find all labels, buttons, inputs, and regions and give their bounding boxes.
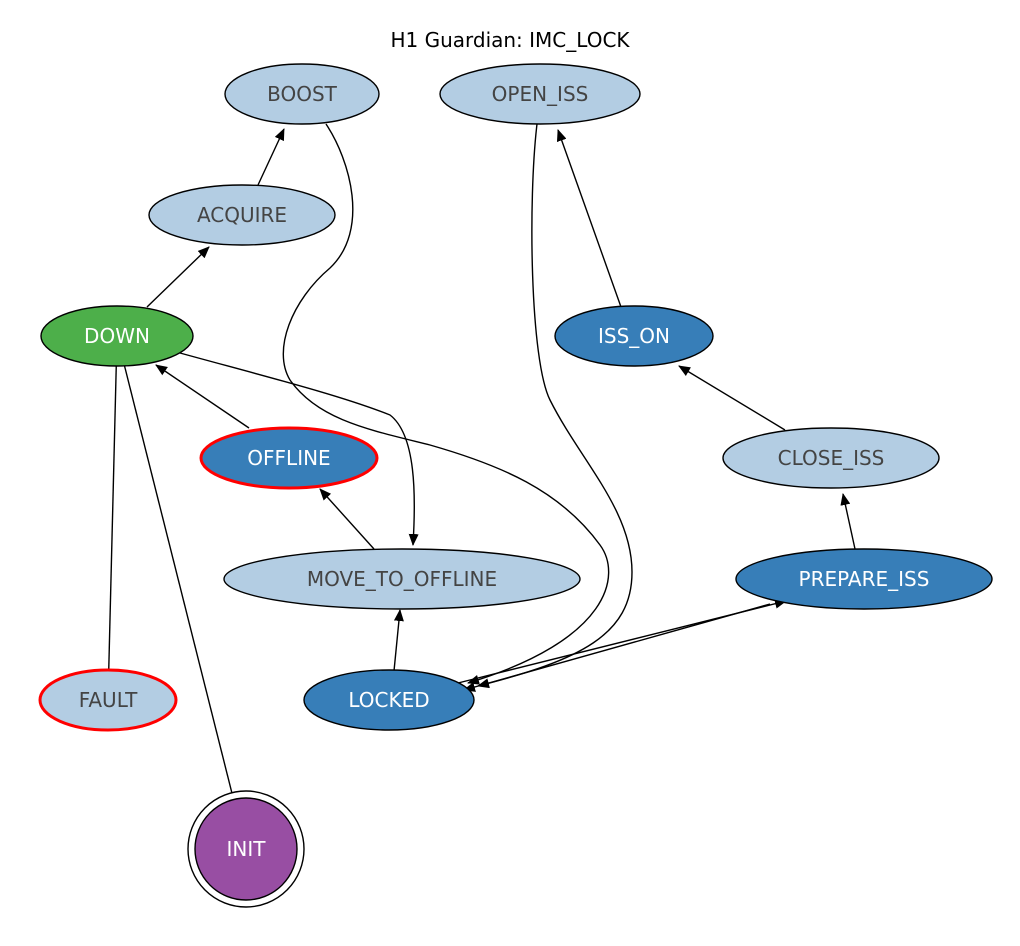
node-boost: BOOST (224, 63, 380, 125)
edge-down-to-acquire (146, 246, 210, 308)
node-shape (554, 305, 714, 367)
edges-layer (107, 123, 856, 850)
edge-boost-to-locked (282, 123, 610, 685)
node-label: OFFLINE (247, 446, 330, 470)
node-close-iss: CLOSE_ISS (722, 427, 940, 489)
edge-offline-to-down (155, 364, 250, 429)
node-iss-on: ISS_ON (554, 305, 714, 367)
node-prepare-iss: PREPARE_ISS (735, 548, 993, 610)
node-shape (38, 668, 178, 732)
node-label: MOVE_TO_OFFLINE (307, 567, 497, 591)
node-shape (722, 427, 940, 489)
node-shape (223, 548, 581, 610)
node-shape (224, 63, 380, 125)
node-fault: FAULT (38, 668, 178, 732)
node-shape (40, 305, 194, 367)
node-init: INIT (187, 790, 305, 908)
edge-prepare-iss-to-close-iss (840, 493, 856, 550)
node-shape (735, 548, 993, 610)
edge-init-to-down (114, 335, 247, 850)
node-shape (303, 669, 475, 731)
edge-close-iss-to-iss-on (678, 365, 786, 431)
node-label: INIT (227, 837, 267, 861)
diagram-title: H1 Guardian: IMC_LOCK (390, 28, 630, 52)
node-shape (148, 184, 336, 246)
nodes-layer: BOOST OPEN_ISS ACQUIRE DOWN ISS_ON OFFLINE CLO… (38, 63, 993, 908)
node-move-to-offline: MOVE_TO_OFFLINE (223, 548, 581, 610)
edge-open-iss-to-locked (477, 123, 633, 689)
edge-iss-on-to-open-iss (556, 129, 622, 308)
edge-acquire-to-boost (257, 128, 285, 186)
node-label: ISS_ON (598, 324, 670, 348)
edge-move-to-offline-to-offline (319, 488, 375, 550)
node-label: ACQUIRE (197, 203, 287, 227)
node-label: BOOST (267, 82, 338, 106)
node-label: FAULT (79, 688, 138, 712)
node-label: DOWN (84, 324, 150, 348)
edge-locked-to-move-to-offline (393, 609, 404, 672)
node-label: PREPARE_ISS (799, 567, 930, 591)
node-shape (199, 426, 379, 490)
node-down: DOWN (40, 305, 194, 367)
node-offline: OFFLINE (199, 426, 379, 490)
node-label: CLOSE_ISS (778, 446, 885, 470)
edge-prepare-iss-to-locked (463, 603, 771, 692)
edge-fault-to-down (107, 335, 122, 701)
node-shape (194, 797, 298, 901)
node-open-iss: OPEN_ISS (439, 63, 641, 125)
node-label: LOCKED (348, 688, 429, 712)
node-locked: LOCKED (303, 669, 475, 731)
edge-down-to-move-to-offline (179, 352, 419, 546)
node-shape (439, 63, 641, 125)
node-acquire: ACQUIRE (148, 184, 336, 246)
node-label: OPEN_ISS (492, 82, 589, 106)
